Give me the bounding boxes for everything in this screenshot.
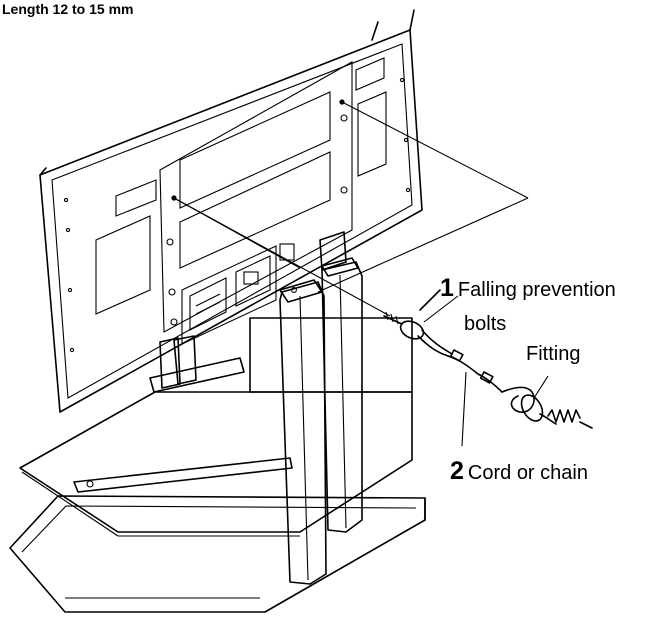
label-number-1: 1 xyxy=(440,274,454,302)
spec-text: Length 12 to 15 mm xyxy=(2,1,134,17)
eye-hook-fitting xyxy=(501,375,593,429)
label-number-2: 2 xyxy=(450,457,464,485)
shelf-top xyxy=(19,391,413,533)
vent-slot xyxy=(179,151,331,269)
cord-or-chain xyxy=(447,349,503,447)
tv-panel xyxy=(39,9,423,413)
guide-lines xyxy=(173,101,529,317)
label-1-line2: bolts xyxy=(464,313,507,335)
handle-left xyxy=(115,179,157,217)
label-2-text: Cord or chain xyxy=(467,462,588,484)
label-1-line1: Falling prevention xyxy=(457,279,616,301)
falling-prevention-bolt xyxy=(383,289,453,357)
brace-bar xyxy=(73,457,293,493)
label-fitting: Fitting xyxy=(526,343,581,365)
handle-right xyxy=(355,57,385,91)
mount-brackets xyxy=(149,231,347,393)
vent-slot xyxy=(179,91,331,209)
support-pillar-left xyxy=(279,279,327,585)
support-pillar-right xyxy=(321,257,363,533)
terminal-panel xyxy=(181,243,295,345)
glass-shelf xyxy=(19,317,413,537)
